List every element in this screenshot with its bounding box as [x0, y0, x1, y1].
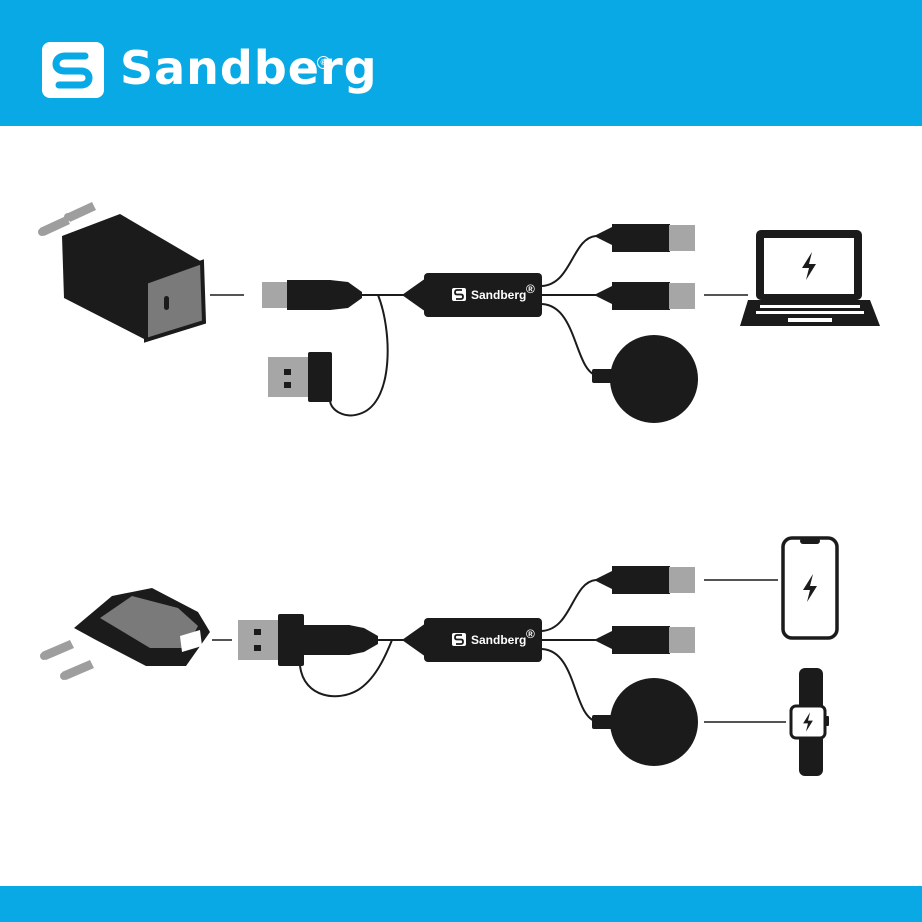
usb-a-adapter: [268, 352, 332, 402]
cable-input-usb-a-plug: [238, 614, 378, 666]
footer-bar: [0, 886, 922, 922]
hub-registered-mark: ®: [526, 627, 535, 641]
hub-label: Sandberg: [471, 288, 526, 302]
usb-c-output-plug-1: [594, 566, 695, 594]
cable-input-usb-c-plug: [262, 280, 362, 310]
splitter-hub: Sandberg ®: [402, 273, 542, 317]
usb-c-wall-charger: [38, 202, 204, 340]
adapter-tether: [330, 295, 388, 415]
smartwatch-device: [791, 668, 829, 776]
wireless-charging-pad: [592, 335, 698, 423]
hub-label: Sandberg: [471, 633, 526, 647]
smartphone-device: [783, 538, 837, 638]
usb-c-output-plug-2: [594, 282, 695, 310]
usb-a-wall-charger: [40, 588, 210, 680]
usb-c-output-plug-1: [594, 224, 695, 252]
charging-bolt-icon: [803, 574, 817, 602]
wireless-charging-pad: [592, 678, 698, 766]
splitter-hub: Sandberg ®: [402, 618, 542, 662]
usb-c-output-plug-2: [594, 626, 695, 654]
hub-registered-mark: ®: [526, 282, 535, 296]
laptop-device: [740, 230, 880, 326]
